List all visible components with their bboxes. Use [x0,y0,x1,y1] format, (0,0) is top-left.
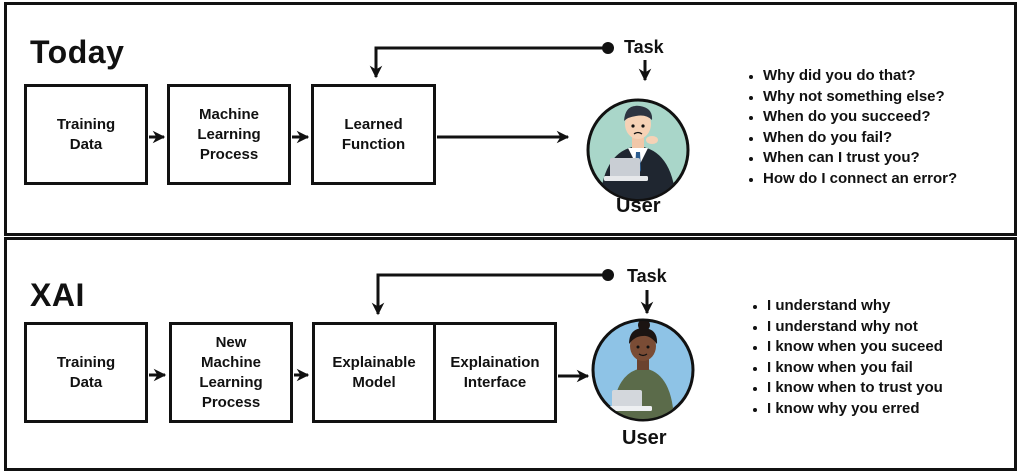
xai-training-data-box: Training Data [24,322,148,423]
today-question-item: When do you fail? [746,128,957,149]
today-question-item: When can I trust you? [746,148,957,169]
xai-explanation-interface-box: Explaination Interface [433,322,557,423]
today-learned-function-box: Learned Function [311,84,436,185]
today-learned-function-label: Learned Function [341,115,406,153]
today-user-avatar [586,98,690,202]
today-training-data-label: Training Data [56,115,116,153]
today-question-item: When do you succeed? [746,107,957,128]
xai-statement-item: I know when you fail [750,358,943,379]
xai-task-connector [371,273,608,316]
today-ml-process-label: Machine Learning Process [197,105,261,163]
today-user-label: User [616,195,661,217]
xai-explanation-interface-label: Explaination Interface [450,353,540,391]
xai-statement-item: I understand why [750,296,943,317]
xai-explainable-model-label: Explainable Model [332,353,416,391]
xai-user-avatar [591,318,695,422]
today-ml-process-box: Machine Learning Process [167,84,291,185]
xai-statement-item: I know when to trust you [750,378,943,399]
today-question-item: Why did you do that? [746,66,957,87]
xai-title: XAI [30,277,85,313]
xai-statement-item: I know why you erred [750,399,943,420]
xai-statement-list: I understand why I understand why not I … [750,296,943,419]
xai-statement-item: I know when you suceed [750,337,943,358]
xai-statement-item: I understand why not [750,317,943,338]
today-training-data-box: Training Data [24,84,148,185]
xai-ml-process-box: New Machine Learning Process [169,322,293,423]
today-task-label: Task [624,37,664,57]
xai-training-data-label: Training Data [56,353,116,391]
today-question-item: How do I connect an error? [746,169,957,190]
today-title: Today [30,34,125,70]
today-question-list: Why did you do that? Why not something e… [746,66,957,189]
today-question-item: Why not something else? [746,87,957,108]
xai-user-label: User [622,427,667,449]
xai-task-label: Task [627,266,667,286]
today-task-connector [369,46,608,79]
xai-ml-process-label: New Machine Learning Process [199,333,263,411]
